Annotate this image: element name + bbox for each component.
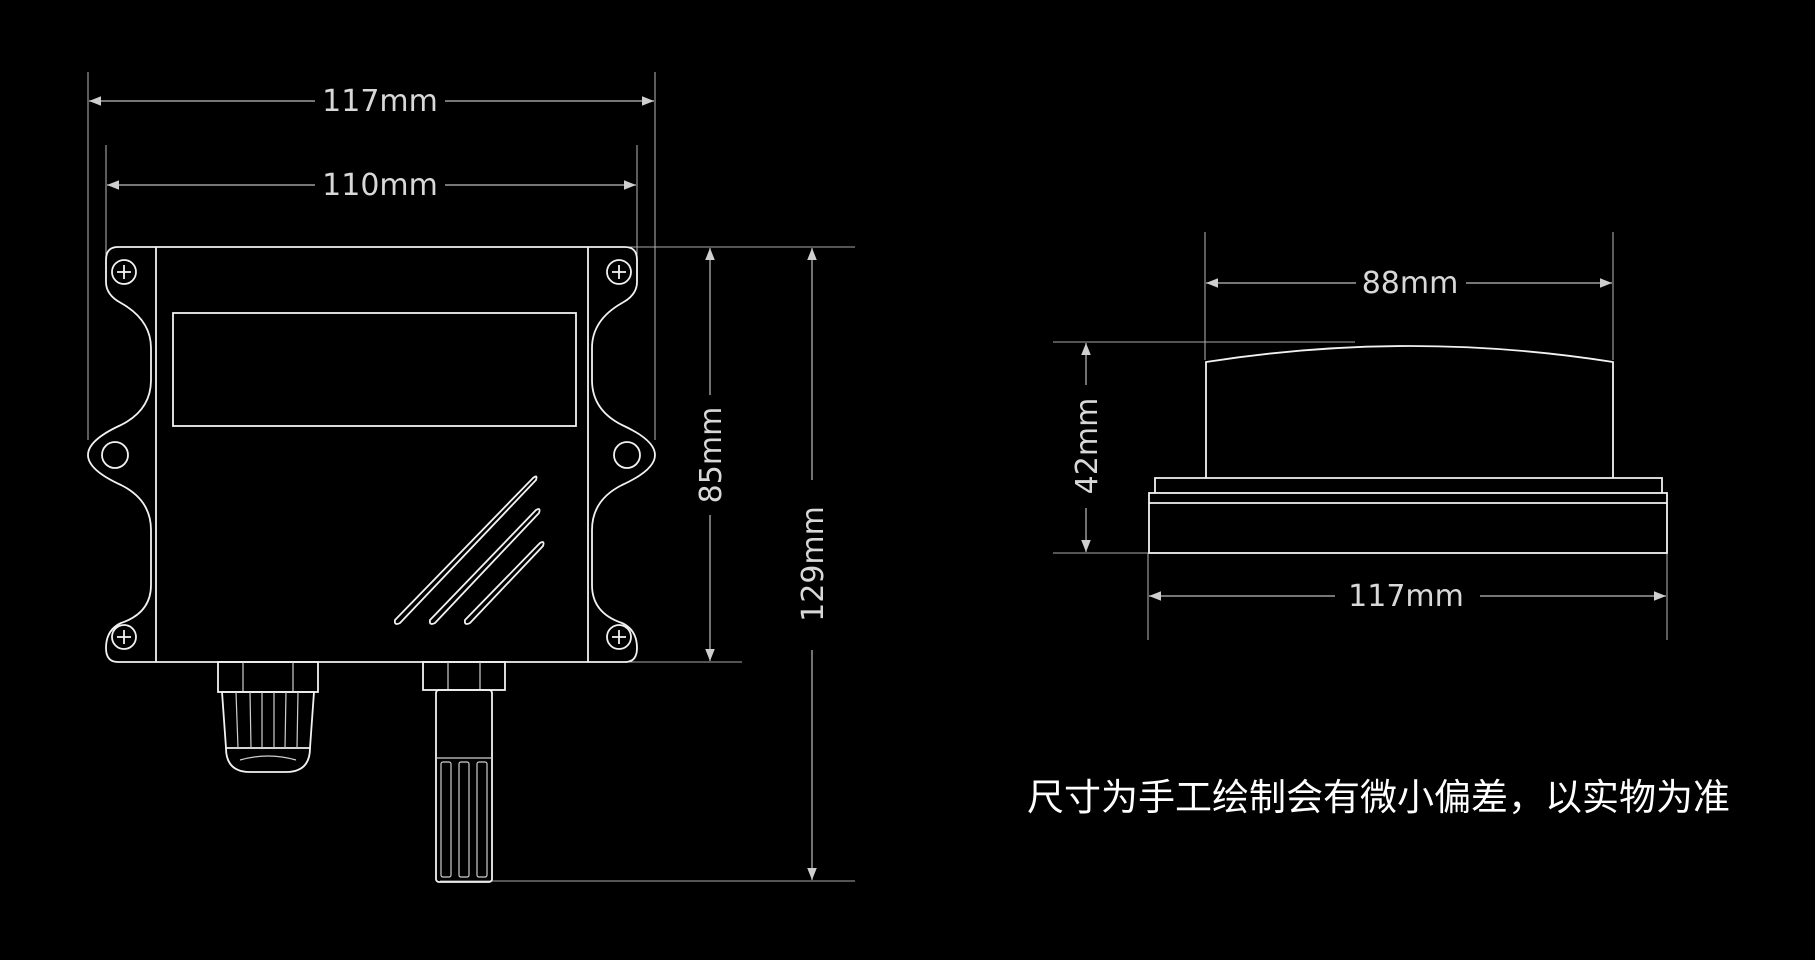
mounting-hole-right [613,441,641,469]
sensor-probe [422,661,506,883]
screw-icon [606,259,632,285]
dim-inner-width: 110mm [107,168,636,203]
dim-overall-height-label: 129mm [796,506,831,622]
dim-inner-width-label: 110mm [322,168,438,203]
dim-top-width-label: 88mm [1362,266,1459,301]
screw-icon [606,624,632,650]
dim-overall-height: 129mm [796,248,831,880]
front-view: 117mm 110mm 85mm 129mm [87,72,855,883]
dim-overall-width-label: 117mm [322,84,438,119]
dim-top-width: 88mm [1206,266,1612,301]
disclaimer-note: 尺寸为手工绘制会有微小偏差，以实物为准 [1027,776,1730,819]
mounting-hole-left [101,441,129,469]
side-body-lip [1154,477,1663,493]
screw-icon [111,624,137,650]
dim-base-width: 117mm [1149,579,1666,614]
dim-body-height: 85mm [694,248,729,661]
dim-side-height: 42mm [1070,343,1105,552]
side-body-outline [1205,345,1614,478]
screw-icon [111,259,137,285]
display-window [172,312,577,427]
housing-outline [87,246,656,663]
dim-body-height-label: 85mm [694,407,729,504]
dim-overall-width: 117mm [89,84,654,119]
glass-reflection [393,475,545,625]
cable-gland [217,661,319,773]
dim-side-height-label: 42mm [1070,398,1105,495]
dim-base-width-label: 117mm [1348,579,1464,614]
side-base-plate [1148,492,1668,554]
side-view: 88mm 42mm 117mm [1053,232,1668,640]
